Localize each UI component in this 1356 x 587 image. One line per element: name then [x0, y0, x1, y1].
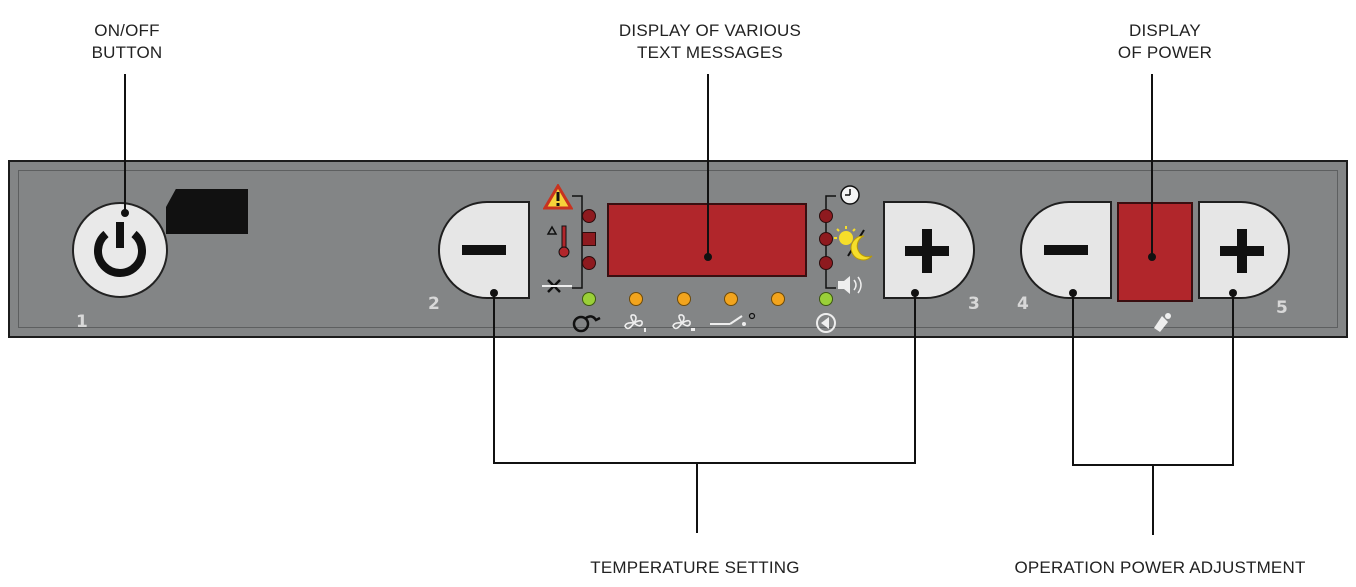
warning-icon [543, 184, 573, 210]
callout-operation-power-text: OPERATION POWER ADJUSTMENT [1014, 558, 1306, 577]
led-auxiliary [771, 292, 785, 306]
plus-icon [1237, 229, 1247, 273]
fuel-icon [1154, 313, 1171, 332]
minus-icon [1044, 245, 1088, 255]
callout-text-display-line2: TEXT MESSAGES [637, 43, 783, 62]
minus-icon [462, 245, 506, 255]
sun-moon-icon [834, 226, 873, 261]
led-circulator [819, 292, 833, 306]
callout-text-display-line1: DISPLAY OF VARIOUS [618, 21, 802, 40]
power-plus-button[interactable] [1198, 201, 1290, 299]
fan-2-icon [672, 314, 695, 331]
led-sound [819, 256, 833, 270]
led-off-state [582, 256, 596, 270]
circulator-icon [816, 313, 836, 333]
button-number-1: 1 [76, 312, 88, 332]
callout-on-off-button: ON/OFF BUTTON [62, 20, 192, 64]
led-fan-2 [677, 292, 691, 306]
led-timer [819, 209, 833, 223]
led-pump [582, 292, 596, 306]
plus-icon [922, 229, 932, 273]
button-number-3: 3 [968, 294, 980, 314]
callout-temperature-setting-text: TEMPERATURE SETTING [590, 558, 800, 577]
callout-temperature-setting: TEMPERATURE SETTING [545, 557, 845, 579]
callout-text-display: DISPLAY OF VARIOUS TEXT MESSAGES [570, 20, 850, 64]
pump-icon [572, 315, 601, 333]
temperature-minus-button[interactable] [438, 201, 530, 299]
power-minus-button[interactable] [1020, 201, 1112, 299]
led-valve [724, 292, 738, 306]
clock-icon [840, 185, 860, 205]
cross-off-icon [542, 279, 572, 293]
button-number-4: 4 [1017, 294, 1029, 314]
callout-power-display-line2: OF POWER [1117, 43, 1213, 62]
temperature-plus-button[interactable] [883, 201, 975, 299]
valve-icon [710, 312, 756, 326]
callout-power-display: DISPLAY OF POWER [1085, 20, 1245, 64]
led-day-night [819, 232, 833, 246]
callout-on-off-line1: ON/OFF [94, 21, 160, 40]
power-display [1117, 202, 1193, 302]
sensor-window [166, 189, 248, 234]
led-fan-1 [629, 292, 643, 306]
callout-operation-power: OPERATION POWER ADJUSTMENT [1000, 557, 1320, 579]
fan-1-icon [624, 314, 646, 332]
button-number-5: 5 [1276, 298, 1288, 318]
button-number-2: 2 [428, 294, 440, 314]
led-stop-square [582, 232, 596, 246]
power-symbol-icon [94, 222, 146, 277]
callout-on-off-line2: BUTTON [91, 43, 163, 62]
thermometer-icon [546, 225, 570, 258]
callout-power-display-line1: DISPLAY [1129, 21, 1201, 40]
on-off-button[interactable] [72, 202, 168, 298]
led-alarm [582, 209, 596, 223]
sound-icon [838, 276, 862, 294]
